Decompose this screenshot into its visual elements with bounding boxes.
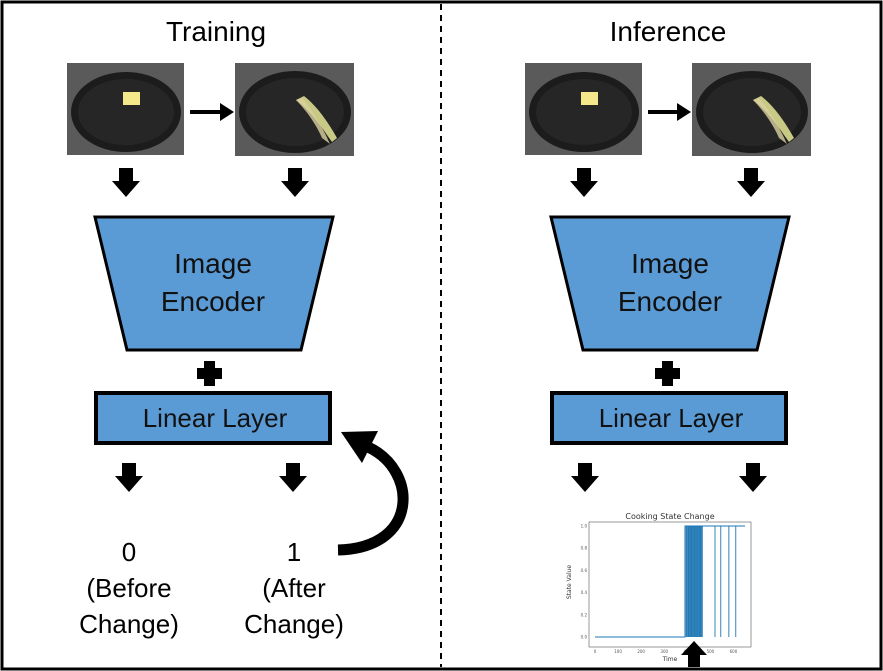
training-encoder-label-1: Image <box>174 248 252 279</box>
output-value-before: 0 <box>121 537 137 567</box>
output-value-after: 1 <box>286 537 302 567</box>
inference-encoder-label-2: Encoder <box>617 286 723 317</box>
inference-down-arrow-icon <box>570 168 598 197</box>
inference-down-arrow-icon <box>737 168 765 197</box>
output-note-before-1: (Before <box>86 573 172 603</box>
training-down-arrow-icon <box>279 463 307 492</box>
training-arrow-right-icon <box>190 103 234 121</box>
training-down-arrow-icon <box>281 168 309 197</box>
training-pan-before-image <box>67 63 184 155</box>
cooking-state-chart: Cooking State Change State Value Time 0 1… <box>566 512 752 663</box>
chart-y-tick-label: 0.2 <box>581 612 588 617</box>
training-linear-label: Linear Layer <box>142 403 288 433</box>
inference-linear-label: Linear Layer <box>598 403 744 433</box>
inference-pan-before-image <box>525 63 642 155</box>
training-encoder-label-2: Encoder <box>160 286 266 317</box>
inference-title: Inference <box>609 16 727 47</box>
chart-y-tick-label: 0.4 <box>581 590 588 595</box>
output-note-after-1: (After <box>262 573 326 603</box>
chart-y-tick-label: 0.8 <box>581 546 588 551</box>
chart-x-tick-label: 300 <box>660 649 668 654</box>
chart-y-tick-label: 1.0 <box>581 524 588 529</box>
training-title: Training <box>165 16 267 47</box>
chart-title: Cooking State Change <box>625 512 714 521</box>
chart-ylabel: State Value <box>566 565 573 600</box>
chart-xlabel: Time <box>662 656 678 663</box>
inference-image-encoder <box>549 215 791 352</box>
chart-x-tick-label: 0 <box>594 649 597 654</box>
chart-y-tick-label: 0.6 <box>581 568 588 573</box>
inference-arrow-right-icon <box>648 103 691 121</box>
chart-y-tick-label: 0.0 <box>581 635 588 640</box>
chart-x-tick-label: 200 <box>637 649 645 654</box>
training-linear-layer <box>94 391 332 445</box>
chart-x-tick-label: 100 <box>614 649 622 654</box>
training-pan-after-image <box>235 63 354 156</box>
inference-pan-after-image <box>692 63 811 156</box>
training-image-encoder <box>93 215 335 352</box>
training-down-arrow-icon <box>112 168 140 197</box>
curved-feedback-arrow-icon <box>337 431 409 556</box>
inference-plus-icon <box>655 361 680 386</box>
output-note-after-2: Change) <box>244 609 344 639</box>
chart-x-tick-label: 600 <box>730 649 738 654</box>
change-point-up-arrow-icon <box>681 641 707 667</box>
chart-axes <box>588 521 752 648</box>
inference-encoder-label-1: Image <box>631 248 709 279</box>
inference-linear-layer <box>550 391 788 445</box>
inference-down-arrow-icon <box>739 463 767 492</box>
output-note-before-2: Change) <box>79 609 179 639</box>
chart-x-tick-label: 500 <box>707 649 715 654</box>
inference-down-arrow-icon <box>571 463 599 492</box>
training-plus-icon <box>197 361 222 386</box>
training-down-arrow-icon <box>115 463 143 492</box>
